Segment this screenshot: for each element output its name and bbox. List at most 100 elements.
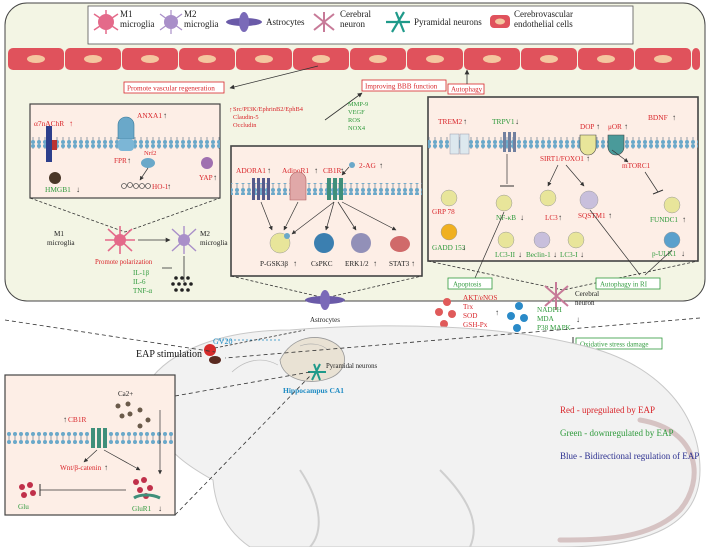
rb-grp: GRP 78	[432, 208, 455, 216]
hmgb1-shape	[49, 172, 61, 184]
ox-up-2: SOD	[463, 312, 477, 320]
polar-label: Promote polarization	[95, 259, 153, 266]
syn-glu: Glu	[18, 503, 29, 511]
endothelial-nucleus	[198, 55, 216, 63]
svg-text:↑: ↑	[340, 166, 344, 175]
svg-text:↓: ↓	[515, 117, 519, 126]
svg-text:↑: ↑	[463, 117, 467, 126]
rb-sqstm1: SQSTM1	[578, 212, 606, 220]
ox-down-2: P38 MAPK	[537, 324, 572, 332]
cyto-2: TNF-α	[133, 287, 153, 295]
svg-text:↑: ↑	[167, 182, 171, 191]
banner-bbb-box	[361, 79, 447, 92]
svg-text:↑: ↑	[624, 122, 628, 131]
syn-wnt: Wnt/β-catenin	[60, 464, 102, 472]
svg-text:↓: ↓	[76, 185, 80, 194]
cyto-1: IL-6	[133, 278, 146, 286]
m1-microglia-icon	[93, 10, 119, 34]
svg-text:↓: ↓	[518, 250, 522, 259]
cb-adipor1: AdipoR1	[282, 166, 309, 175]
svg-text:↑: ↑	[672, 113, 676, 122]
rat-eap: EAP stimulation	[136, 349, 202, 360]
svg-text:↑: ↑	[411, 259, 415, 268]
cb-pgsk: P-GSK3β	[260, 260, 288, 268]
mid-red-2: Occludin	[233, 122, 257, 129]
rb-pulk1: p-ULK1	[652, 250, 677, 258]
endothelial-nucleus	[84, 55, 102, 63]
banner-autophagy: Autophagy	[451, 86, 483, 94]
lb-anxa1: ANXA1	[137, 111, 162, 120]
astro-label: Astrocytes	[310, 316, 340, 324]
lb-a7: α7nAChR	[34, 119, 64, 128]
mid-red-1: Claudin-5	[233, 114, 259, 121]
pyramidal-neuron-icon	[386, 11, 410, 33]
endothelial-cell-row	[8, 48, 700, 70]
syn-ca: Ca2+	[118, 390, 133, 398]
synapse-box: Ca2+ CB1R ↑ Wnt/β-catenin ↑ Glu GluR1 ↓	[4, 374, 176, 516]
astrocyte-bottom	[305, 290, 345, 310]
endothelial-cell	[692, 48, 700, 70]
svg-text:↓: ↓	[553, 250, 557, 259]
cb-cb1r: CB1R	[323, 166, 342, 175]
mid-green-2: ROS	[348, 117, 361, 124]
key-blue: Blue - Bidirectional regulation of EAP	[560, 451, 699, 461]
endothelial-nucleus	[141, 55, 159, 63]
rb-autophagy-ri: Autophagy in RI	[600, 281, 648, 289]
svg-text:↓: ↓	[462, 243, 466, 252]
legend-pyramidal: Pyramidal neurons	[414, 17, 482, 27]
svg-text:↑: ↑	[596, 122, 600, 131]
ox-down-0: NADPH	[537, 306, 562, 314]
mid-green-1: VEGF	[348, 109, 365, 116]
svg-text:↑: ↑	[373, 259, 377, 268]
anxa1-shape	[117, 116, 135, 140]
cb-2ag: 2-AG	[359, 161, 376, 170]
cb-cspkc: CsPKC	[311, 260, 333, 268]
banner-vascular: Promote vascular regeneration	[127, 85, 215, 93]
nrf2-shape	[141, 158, 155, 168]
lb-ho1: HO-1	[152, 183, 169, 191]
endothelial-nucleus	[426, 55, 444, 63]
banner-vascular-box	[123, 81, 225, 94]
cb-erk: ERK1/2	[345, 260, 369, 268]
endothelial-nucleus	[540, 55, 558, 63]
mid-green-0: MMP-9	[348, 101, 368, 108]
svg-text:↑: ↑	[267, 166, 271, 175]
lb-yap: YAP	[199, 174, 213, 182]
rb-trpv1: TRPV1	[492, 117, 515, 126]
m2-microglia-icon	[159, 10, 183, 34]
key-green: Green - downregulated by EAP	[560, 428, 673, 438]
center-box: ADORA1 ↑ AdipoR1 ↑ CB1R ↑ 2-AG ↑ P-GSK3β…	[230, 145, 423, 277]
syn-cb1r: CB1R	[68, 415, 87, 424]
svg-text:↑: ↑	[127, 156, 131, 165]
ox-up-1: Trx	[463, 303, 474, 311]
ox-label: Oxidative stress damage	[580, 341, 648, 349]
svg-text:↑: ↑	[69, 119, 73, 128]
endothelial-cell-icon	[490, 15, 510, 28]
cerebral-neuron-cell	[544, 282, 569, 310]
rb-lc3ii: LC3-II	[495, 251, 516, 259]
ox-up-3: GSH-Px	[463, 321, 488, 329]
endothelial-nucleus	[255, 55, 273, 63]
arrow-vascular	[229, 65, 319, 90]
endothelial-nucleus	[312, 55, 330, 63]
ox-down-1: MDA	[537, 315, 555, 323]
lb-hmgb1: HMGB1	[45, 185, 71, 194]
legend-astrocytes: Astrocytes	[266, 17, 305, 27]
rat-tail	[557, 417, 697, 543]
rb-mor: μOR	[608, 123, 622, 131]
svg-text:↑: ↑	[558, 213, 562, 222]
svg-text:↑: ↑	[608, 211, 612, 220]
svg-text:↑: ↑	[63, 415, 67, 424]
lb-fpr: FPR	[114, 157, 127, 165]
rb-mtorc1: mTORC1	[622, 162, 651, 170]
svg-text:↓: ↓	[158, 504, 162, 513]
svg-text:↑: ↑	[495, 308, 499, 317]
rb-trem2: TREM2	[438, 117, 463, 126]
astrocyte-icon	[226, 12, 262, 32]
svg-text:↑: ↑	[213, 173, 217, 182]
